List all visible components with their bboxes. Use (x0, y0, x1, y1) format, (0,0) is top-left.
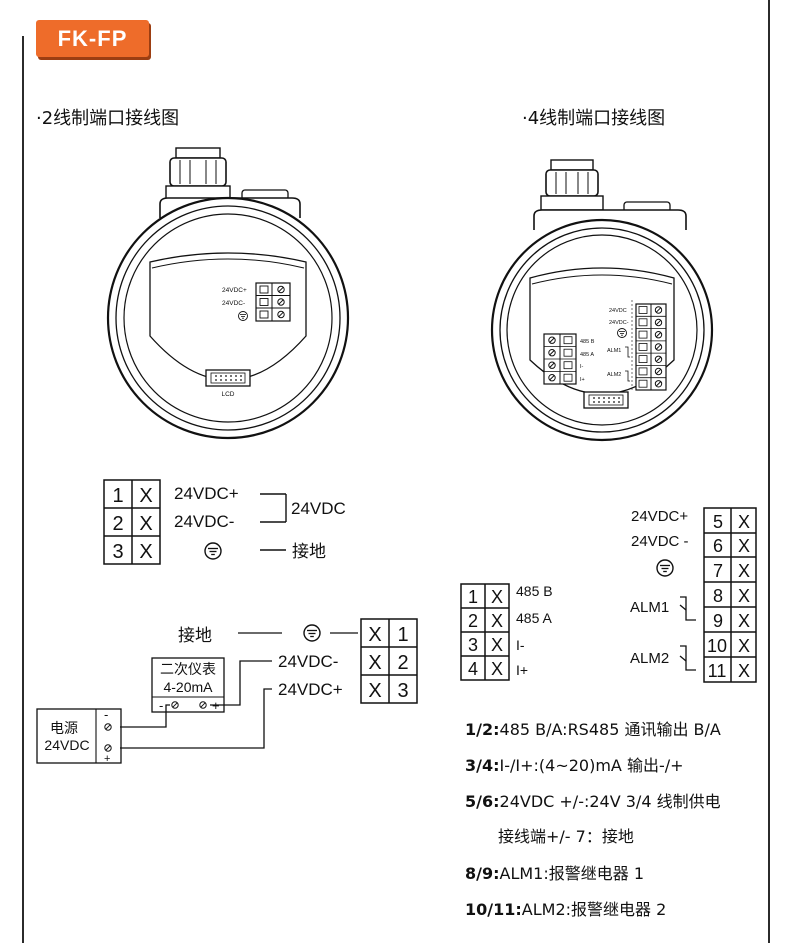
r-x-5: X (738, 512, 750, 532)
wiring-num-3: 3 (397, 680, 408, 702)
lcd-label: LCD (221, 391, 234, 398)
power-minus-label: - (104, 707, 108, 722)
power-voltage: 24VDC (44, 737, 89, 753)
power-title: 电源 (50, 720, 78, 736)
two-wire-terminal-table: 1 X 2 X 3 X 24VDC+ 24VDC- 24VDC 接地 (103, 479, 346, 565)
terminal-num-3: 3 (112, 541, 123, 563)
instrument-title: 二次仪表 (160, 661, 216, 677)
r-num-9: 9 (713, 611, 723, 631)
wire-label-24vdc-plus: 24VDC+ (278, 680, 343, 699)
four-wire-section-title: ·4线制端口接线图 (522, 108, 666, 129)
r-num-7: 7 (713, 561, 723, 581)
device-2wire-label-minus: 24VDC- (222, 300, 245, 307)
device-4wire-label-i-plus: I+ (580, 377, 585, 383)
r-label-alm1: ALM1 (630, 599, 669, 616)
device-4wire-label-485b: 485 B (580, 339, 595, 345)
two-wire-wiring: 接地 X 1 X 2 X 3 二次仪表 4-20mA - + (36, 618, 418, 765)
l-label-485a: 485 A (516, 610, 552, 626)
legend-line-1: 1/2:485 B/A:RS485 通讯输出 B/A (465, 720, 721, 739)
terminal-x-3: X (139, 541, 152, 563)
legend-line-3: 5/6:24VDC +/-:24V 3/4 线制供电 (465, 792, 721, 811)
wiring-ground-label: 接地 (178, 626, 212, 645)
terminal-ground-icon (204, 542, 222, 560)
device-2wire-label-plus: 24VDC+ (222, 287, 247, 294)
l-label-i-plus: I+ (516, 662, 528, 678)
wiring-num-1: 1 (397, 624, 408, 646)
r-x-8: X (738, 586, 750, 606)
r-x-6: X (738, 536, 750, 556)
l-num-4: 4 (468, 659, 478, 679)
four-wire-left-terminal-table: 1 X 2 X 3 X 4 X 485 B 485 A I- I+ (460, 583, 553, 681)
device-4wire-alm1: ALM1 (607, 348, 621, 354)
device-4wire-label-485a: 485 A (580, 352, 594, 358)
instrument-range: 4-20mA (163, 679, 213, 695)
l-x-3: X (491, 635, 503, 655)
r-x-7: X (738, 561, 750, 581)
device-4wire-label-24vdc-minus: 24VDC- (609, 320, 629, 326)
r-ground-icon (656, 559, 674, 577)
r-num-11: 11 (708, 661, 727, 681)
two-wire-device: 24VDC+ 24VDC- LCD (106, 147, 350, 440)
r-num-10: 10 (707, 636, 727, 656)
model-badge: FK-FP (36, 20, 149, 57)
legend-line-4: 接线端+/- 7：接地 (498, 827, 634, 846)
terminal-num-2: 2 (112, 513, 123, 535)
r-x-9: X (738, 611, 750, 631)
two-wire-section-title: ·2线制端口接线图 (36, 108, 180, 129)
four-wire-right-terminal-table: 5 X 6 X 7 X 8 X 9 X 10 X 11 X 24VDC+ 24V… (630, 507, 757, 683)
wiring-x-3: X (368, 680, 381, 702)
legend-line-2: 3/4:I-/I+:(4~20)mA 输出-/+ (465, 756, 684, 775)
legend-line-5: 8/9:ALM1:报警继电器 1 (465, 864, 645, 883)
device-4wire-alm2: ALM2 (607, 372, 621, 378)
l-x-1: X (491, 587, 503, 607)
wiring-ground-icon (303, 624, 321, 642)
r-label-alm2: ALM2 (630, 650, 669, 667)
l-label-485b: 485 B (516, 583, 553, 599)
device-4wire-label-i-minus: I- (580, 364, 584, 370)
l-num-3: 3 (468, 635, 478, 655)
terminal-x-2: X (139, 513, 152, 535)
r-x-11: X (738, 661, 750, 681)
l-x-2: X (491, 611, 503, 631)
wiring-x-1: X (368, 624, 381, 646)
r-num-6: 6 (713, 536, 723, 556)
l-x-4: X (491, 659, 503, 679)
l-label-i-minus: I- (516, 637, 525, 653)
r-num-5: 5 (713, 512, 723, 532)
r-label-24vdc-minus: 24VDC - (631, 533, 689, 550)
terminal-label-24vdc-plus: 24VDC+ (174, 484, 239, 503)
terminal-label-ground: 接地 (292, 542, 326, 561)
instrument-minus-label: - (159, 698, 163, 713)
legend-line-6: 10/11:ALM2:报警继电器 2 (465, 900, 667, 919)
four-wire-device: 24VDC 24VDC- ALM1 ALM2 485 B 485 A I- I+ (490, 159, 714, 442)
r-x-10: X (738, 636, 750, 656)
frame-right-border (768, 0, 770, 943)
terminal-x-1: X (139, 485, 152, 507)
r-label-24vdc-plus: 24VDC+ (631, 508, 688, 525)
wiring-x-2: X (368, 652, 381, 674)
terminal-num-1: 1 (112, 485, 123, 507)
wiring-num-2: 2 (397, 652, 408, 674)
l-num-1: 1 (468, 587, 478, 607)
wire-label-24vdc-minus: 24VDC- (278, 652, 338, 671)
terminal-label-24vdc-minus: 24VDC- (174, 512, 234, 531)
l-num-2: 2 (468, 611, 478, 631)
power-plus-label: + (104, 753, 110, 765)
frame-left-border (22, 36, 24, 943)
device-4wire-label-24vdc: 24VDC (609, 308, 627, 314)
r-num-8: 8 (713, 586, 723, 606)
terminal-group-label: 24VDC (291, 499, 346, 518)
